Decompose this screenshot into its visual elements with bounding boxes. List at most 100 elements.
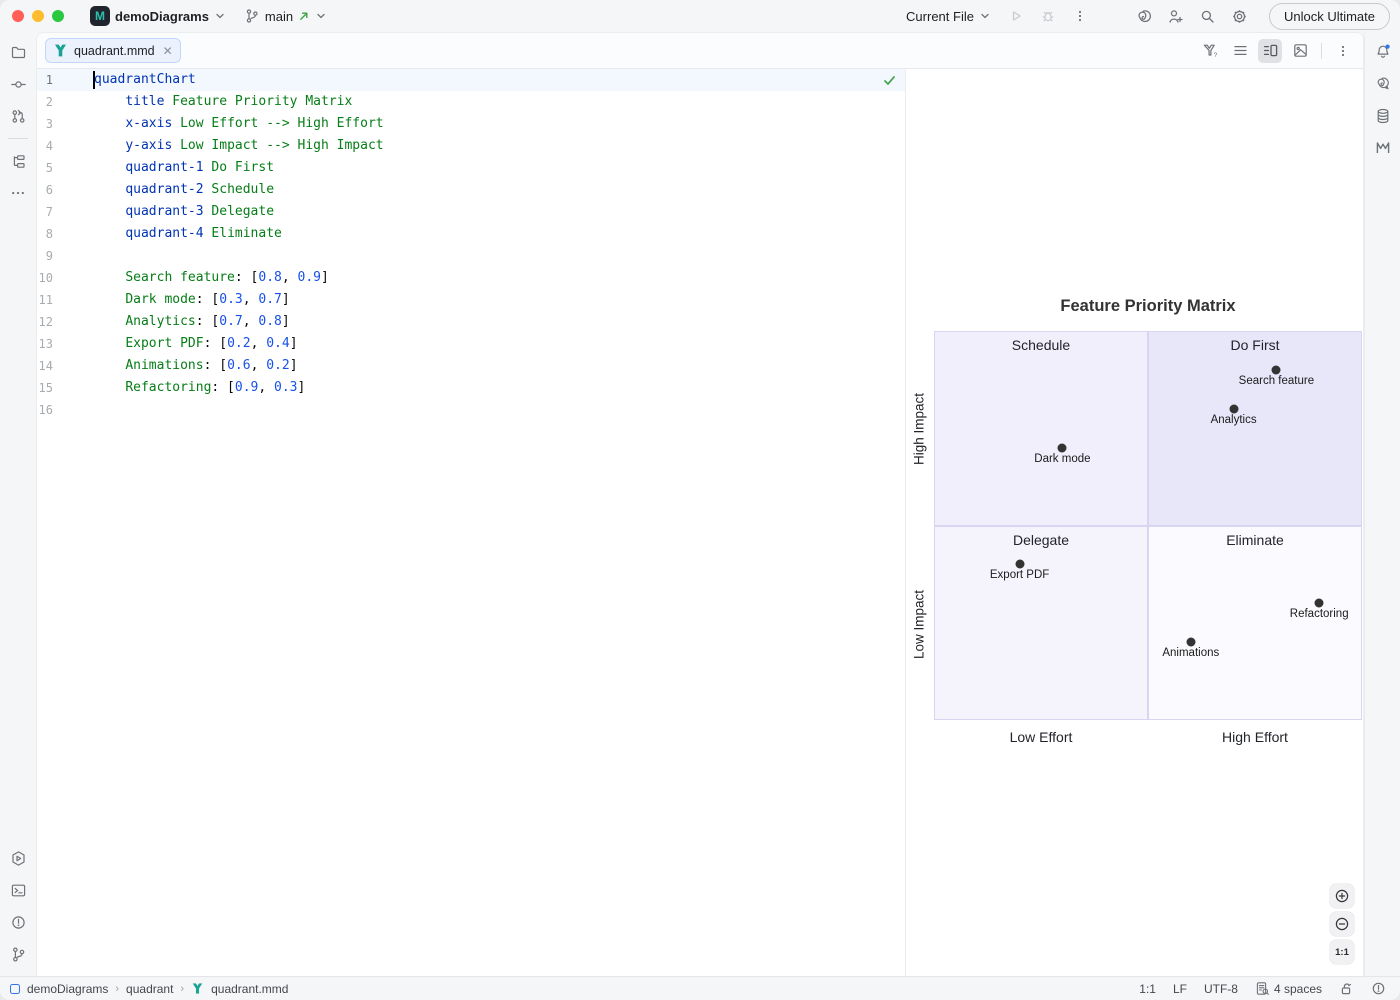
code-token: y-axis — [125, 138, 173, 153]
encoding-widget[interactable]: UTF-8 — [1203, 981, 1238, 996]
code-line[interactable]: 8 quadrant-4 Eliminate — [37, 223, 905, 245]
indent-widget[interactable]: 4 spaces — [1255, 981, 1322, 996]
more-toolwindows-button[interactable] — [4, 179, 32, 207]
debug-button[interactable] — [1035, 3, 1061, 29]
line-number: 12 — [38, 315, 53, 329]
code-token: : [ — [195, 292, 220, 307]
mermaid-help-button[interactable]: ? — [1198, 39, 1222, 63]
code-line[interactable]: 6 quadrant-2 Schedule — [37, 179, 905, 201]
code-line[interactable]: 10 Search feature: [0.8, 0.9] — [37, 267, 905, 289]
code-token: , — [250, 336, 267, 351]
search-everywhere-button[interactable] — [1195, 3, 1221, 29]
code-line[interactable]: 15 Refactoring: [0.9, 0.3] — [37, 377, 905, 399]
code-token: , — [281, 270, 298, 285]
problems-toolwindow-button[interactable] — [4, 908, 32, 936]
data-point — [1229, 404, 1239, 414]
mermaid-toolwindow-button[interactable] — [1369, 134, 1397, 162]
zoom-in-button[interactable] — [1330, 884, 1354, 908]
services-toolwindow-button[interactable] — [4, 844, 32, 872]
chevron-right-icon: › — [115, 982, 120, 995]
minimize-window-button[interactable] — [32, 10, 44, 22]
editor-only-view-button[interactable] — [1228, 39, 1252, 63]
code-token: 0.8 — [258, 314, 282, 329]
breadcrumb-folder[interactable]: quadrant — [126, 981, 174, 996]
commit-icon — [10, 76, 27, 93]
code-with-me-button[interactable] — [1163, 3, 1189, 29]
code-line[interactable]: 2 title Feature Priority Matrix — [37, 91, 905, 113]
inspections-ok-check-icon[interactable] — [882, 73, 897, 88]
code-line[interactable]: 16 — [37, 399, 905, 421]
line-ending-widget[interactable]: LF — [1172, 981, 1187, 996]
ai-assistant-toolwindow-button[interactable] — [1369, 70, 1397, 98]
chevron-down-icon — [214, 10, 226, 22]
preview-image-icon — [1292, 42, 1309, 59]
git-branch-icon — [10, 946, 27, 963]
code-token: Do First — [203, 160, 275, 175]
line-number: 14 — [38, 359, 53, 373]
zoom-reset-button[interactable]: 1:1 — [1330, 940, 1354, 964]
database-toolwindow-button[interactable] — [1369, 102, 1397, 130]
version-control-toolwindow-button[interactable] — [4, 940, 32, 968]
caret-position-widget[interactable]: 1:1 — [1139, 981, 1156, 996]
pull-requests-toolwindow-button[interactable] — [4, 102, 32, 130]
code-token: quadrantChart — [94, 72, 196, 87]
more-run-options-button[interactable] — [1067, 3, 1093, 29]
fullscreen-window-button[interactable] — [52, 10, 64, 22]
breadcrumb-project[interactable]: demoDiagrams — [27, 981, 109, 996]
vcs-branch-widget[interactable]: main — [238, 5, 333, 27]
zoom-out-button[interactable] — [1330, 912, 1354, 936]
code-line[interactable]: 12 Analytics: [0.7, 0.8] — [37, 311, 905, 333]
code-line[interactable]: 4 y-axis Low Impact --> High Impact — [37, 135, 905, 157]
bell-icon — [1374, 43, 1392, 61]
unlock-ultimate-button[interactable]: Unlock Ultimate — [1268, 2, 1390, 30]
code-text: quadrant-3 Delegate — [53, 201, 274, 223]
data-point-label: Search feature — [1238, 374, 1315, 387]
line-number: 16 — [38, 403, 53, 417]
close-tab-icon[interactable]: ✕ — [162, 43, 173, 58]
project-widget[interactable]: M demoDiagrams — [84, 3, 232, 29]
problems-icon — [10, 914, 27, 931]
file-inspect-icon — [1255, 981, 1270, 996]
code-line[interactable]: 5 quadrant-1 Do First — [37, 157, 905, 179]
split-editor-preview-button[interactable] — [1258, 38, 1282, 63]
settings-button[interactable] — [1227, 3, 1253, 29]
structure-toolwindow-button[interactable] — [4, 147, 32, 175]
ai-assistant-button[interactable] — [1131, 3, 1157, 29]
terminal-toolwindow-button[interactable] — [4, 876, 32, 904]
code-token: ] — [289, 358, 298, 373]
code-token: 0.2 — [227, 336, 251, 351]
code-line[interactable]: 11 Dark mode: [0.3, 0.7] — [37, 289, 905, 311]
code-line[interactable]: 7 quadrant-3 Delegate — [37, 201, 905, 223]
data-point — [1015, 559, 1025, 569]
code-token: Animations — [125, 358, 204, 373]
project-toolwindow-button[interactable] — [4, 38, 32, 66]
code-token — [94, 160, 125, 175]
breadcrumb: demoDiagrams › quadrant › quadrant.mmd — [10, 982, 288, 996]
code-token: , — [242, 292, 259, 307]
code-line[interactable]: 9 — [37, 245, 905, 267]
readonly-toggle[interactable] — [1339, 981, 1354, 996]
quadrant-bottom-left: Delegate — [934, 525, 1148, 720]
event-log-button[interactable] — [1371, 981, 1386, 996]
code-line[interactable]: 14 Animations: [0.6, 0.2] — [37, 355, 905, 377]
code-line[interactable]: 13 Export PDF: [0.2, 0.4] — [37, 333, 905, 355]
breadcrumb-file[interactable]: quadrant.mmd — [211, 981, 289, 996]
code-token — [94, 94, 125, 109]
code-text: quadrant-2 Schedule — [53, 179, 274, 201]
commit-toolwindow-button[interactable] — [4, 70, 32, 98]
editor-options-button[interactable] — [1331, 39, 1355, 63]
quadrant-bottom-right: Eliminate — [1148, 525, 1362, 720]
close-window-button[interactable] — [12, 10, 24, 22]
code-line[interactable]: 3 x-axis Low Effort --> High Effort — [37, 113, 905, 135]
code-token: , — [250, 358, 267, 373]
notifications-button[interactable] — [1369, 38, 1397, 66]
preview-only-view-button[interactable] — [1288, 39, 1312, 63]
ai-chat-icon — [1374, 75, 1392, 93]
run-config-selector[interactable]: Current File — [900, 6, 997, 27]
run-button[interactable] — [1003, 3, 1029, 29]
editor-preview-divider[interactable] — [905, 69, 906, 976]
data-point-label: Dark mode — [1034, 452, 1091, 465]
tab-quadrant-mmd[interactable]: quadrant.mmd ✕ — [45, 38, 181, 63]
